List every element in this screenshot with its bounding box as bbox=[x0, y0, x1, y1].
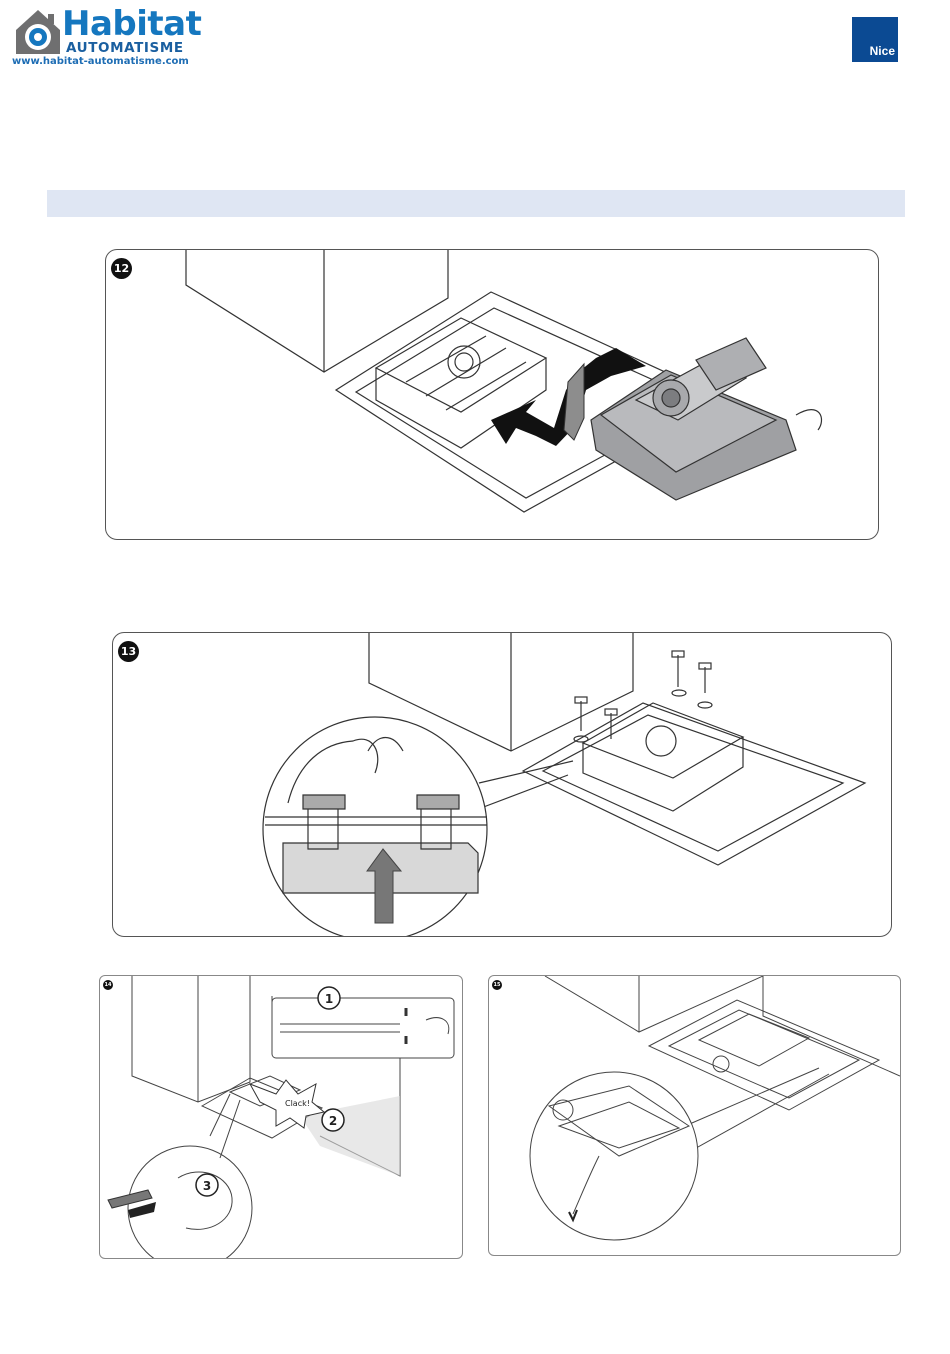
house-logo-icon bbox=[10, 4, 66, 60]
nice-brand-text: Nice bbox=[870, 44, 895, 58]
clack-label: Clack! bbox=[285, 1099, 310, 1108]
figure-14-illustration: Clack! 1 2 3 bbox=[100, 976, 462, 1258]
svg-text:1: 1 bbox=[325, 992, 333, 1006]
figure-13: 13 bbox=[112, 632, 892, 937]
logo-url[interactable]: www.habitat-automatisme.com bbox=[12, 56, 189, 67]
logo-habitat-text: Habitat bbox=[62, 4, 201, 44]
figure-14: 14 Clack! 1 2 3 bbox=[99, 975, 463, 1259]
logo-automatisme-text: AUTOMATISME bbox=[66, 40, 184, 56]
figure-13-illustration bbox=[113, 633, 891, 936]
figure-12: 12 bbox=[105, 249, 879, 540]
section-band bbox=[47, 190, 905, 217]
figure-15: 15 bbox=[488, 975, 901, 1256]
figure-15-illustration bbox=[489, 976, 900, 1255]
svg-text:3: 3 bbox=[203, 1179, 211, 1193]
svg-text:2: 2 bbox=[329, 1114, 337, 1128]
habitat-logo: Habitat AUTOMATISME www.habitat-automati… bbox=[10, 4, 210, 68]
nice-brand-logo: Nice bbox=[852, 17, 898, 62]
figure-12-illustration bbox=[106, 250, 878, 539]
